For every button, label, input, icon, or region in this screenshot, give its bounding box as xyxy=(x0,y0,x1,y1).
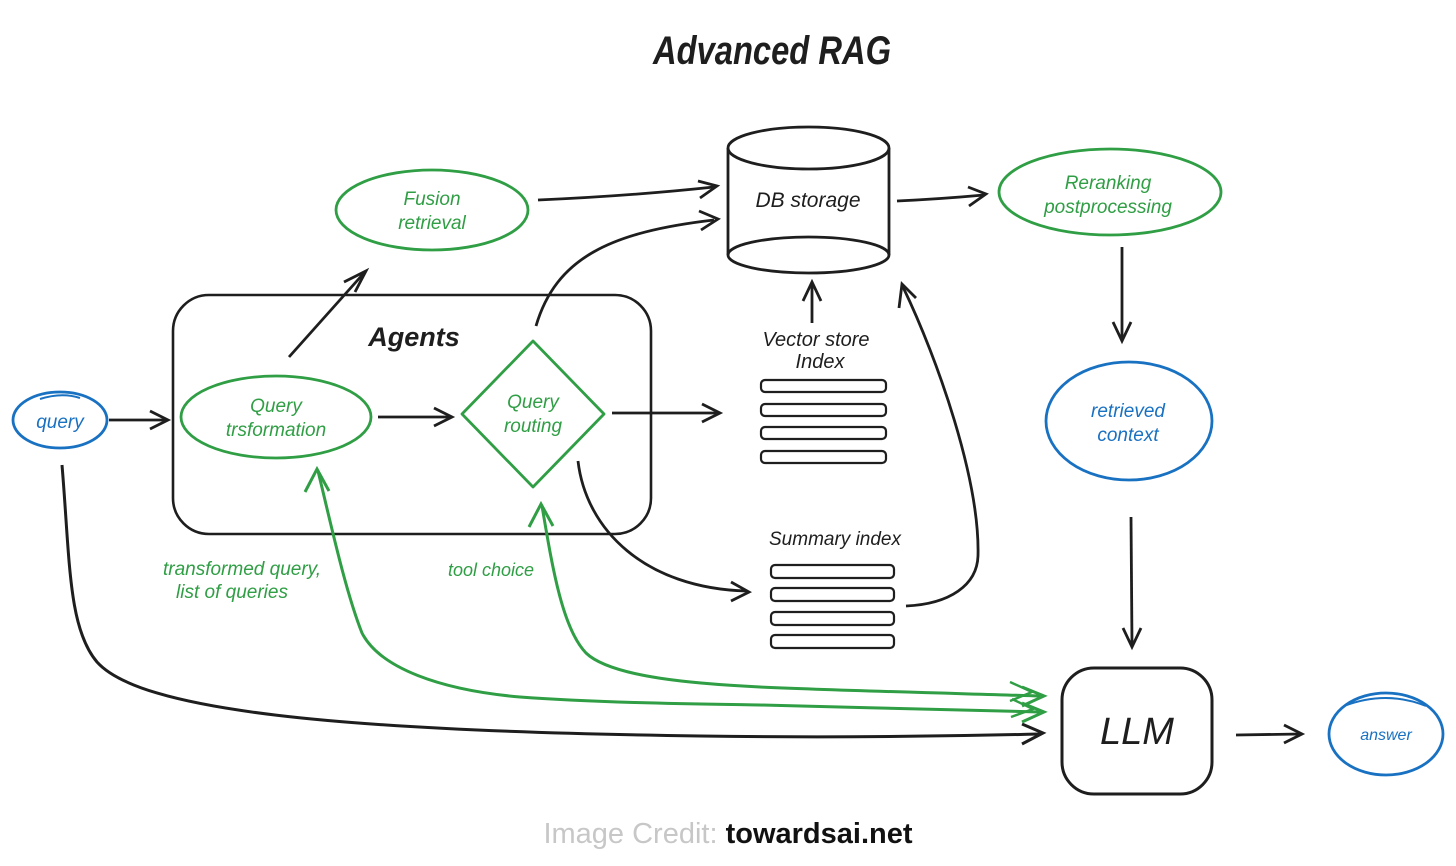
svg-text:Query: Query xyxy=(507,392,560,413)
svg-text:list of queries: list of queries xyxy=(176,582,288,603)
svg-text:postprocessing: postprocessing xyxy=(1043,197,1172,218)
svg-text:context: context xyxy=(1097,425,1159,446)
svg-text:query: query xyxy=(36,412,85,433)
svg-text:retrieved: retrieved xyxy=(1091,401,1166,422)
svg-text:Fusion: Fusion xyxy=(403,189,460,210)
svg-text:Summary index: Summary index xyxy=(769,529,902,550)
svg-text:Index: Index xyxy=(796,351,846,373)
svg-text:LLM: LLM xyxy=(1100,711,1174,753)
svg-text:Reranking: Reranking xyxy=(1065,173,1152,194)
svg-text:Agents: Agents xyxy=(367,322,460,352)
svg-text:trsformation: trsformation xyxy=(226,420,326,441)
svg-text:transformed query,: transformed query, xyxy=(163,559,321,580)
svg-text:Advanced RAG: Advanced RAG xyxy=(652,29,891,73)
svg-text:DB storage: DB storage xyxy=(755,189,860,212)
svg-text:Vector store: Vector store xyxy=(762,329,869,351)
svg-text:answer: answer xyxy=(1360,727,1412,744)
svg-text:tool choice: tool choice xyxy=(448,560,534,580)
svg-text:Query: Query xyxy=(250,396,303,417)
svg-text:routing: routing xyxy=(504,416,563,437)
svg-text:retrieval: retrieval xyxy=(398,213,466,234)
